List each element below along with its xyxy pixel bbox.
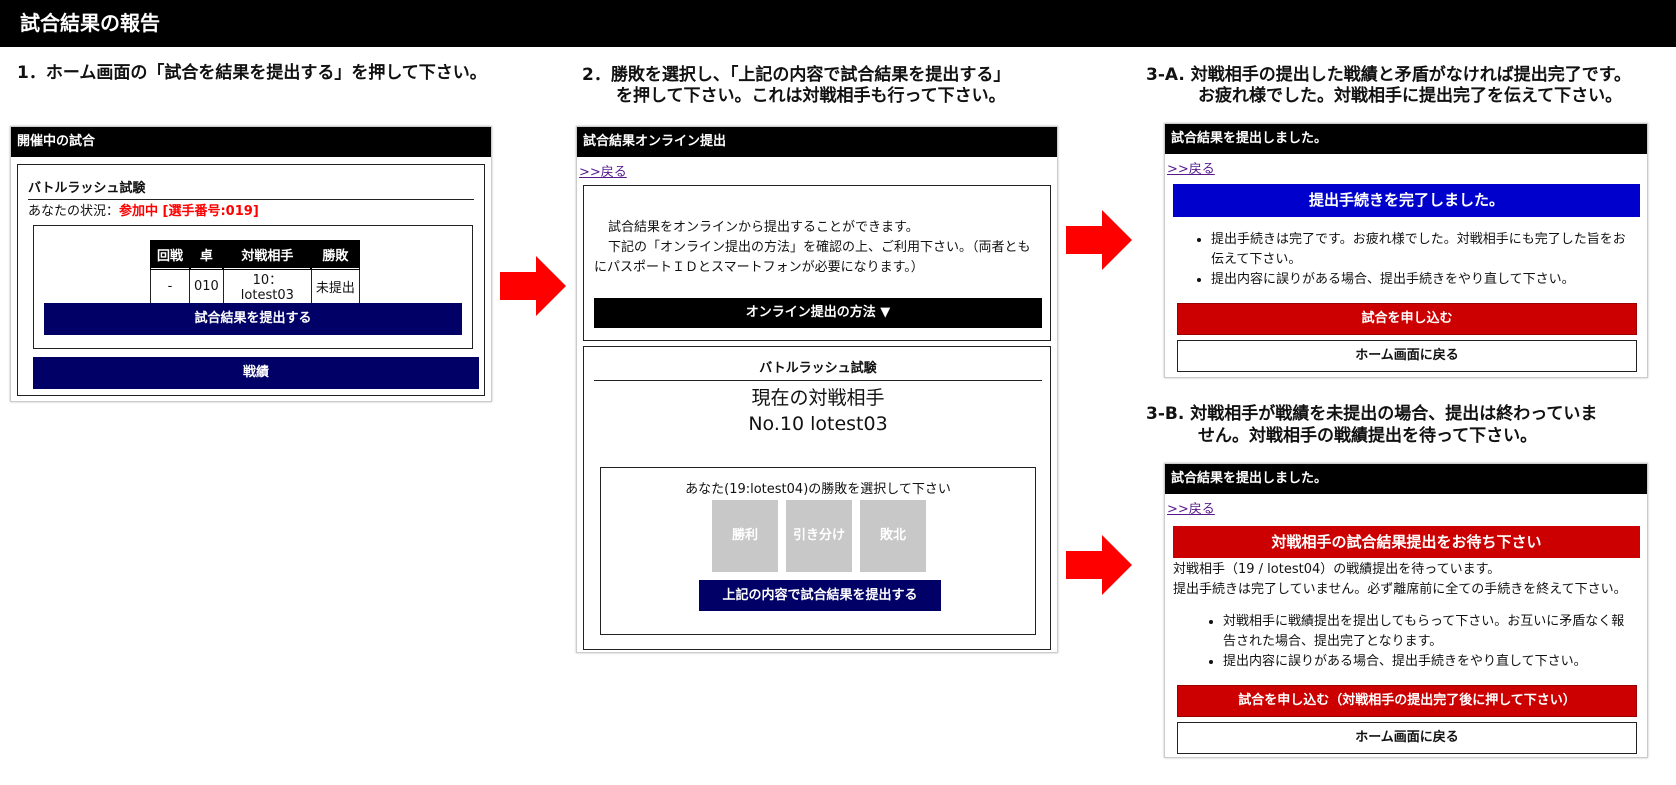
status-label: あなたの状況： [28,204,120,219]
complete-notes: 提出手続きは完了です。お疲れ様でした。対戦相手にも完了した旨をお伝えて下さい。 … [1193,230,1633,290]
step-2-caption-line1: 2．勝敗を選択し、「上記の内容で試合結果を提出する」 [582,65,1011,85]
cell-table: 010 [189,268,224,304]
page-title: 試合結果の報告 [0,0,1676,47]
panel-header: 開催中の試合 [11,127,491,157]
submit-above-button[interactable]: 上記の内容で試合結果を提出する [699,580,941,611]
home-button[interactable]: ホーム画面に戻る [1177,340,1637,372]
panel-header: 試合結果を提出しました。 [1165,464,1647,494]
list-item: 提出内容に誤りがある場合、提出手続きをやり直して下さい。 [1211,270,1633,290]
choice-box: あなた(19:lotest04)の勝敗を選択して下さい 勝利 引き分け 敗北 上… [600,467,1036,635]
win-button[interactable]: 勝利 [712,500,778,572]
event-name: バトルラッシュ試験 [28,177,474,200]
home-button[interactable]: ホーム画面に戻る [1177,722,1637,754]
online-submit-panel: 試合結果オンライン提出 >>戻る 試合結果をオンラインから提出することができます… [576,126,1058,653]
ongoing-match-panel: 開催中の試合 バトルラッシュ試験 あなたの状況：参加中 [選手番号:019] 回… [10,126,492,402]
right-arrow-icon [1066,535,1132,595]
match-card: バトルラッシュ試験 あなたの状況：参加中 [選手番号:019] 回戦 卓 対戦相… [17,164,485,396]
apply-match-button[interactable]: 試合を申し込む [1177,303,1637,335]
intro-line-3: にパスポートＩＤとスマートフォンが必要になります。） [594,260,924,275]
right-arrow-icon [500,256,566,316]
step-3b-caption-line1: 3-B. 対戦相手が戦績を未提出の場合、提出は終わっていま [1146,404,1598,424]
step-3a-caption-line2: お疲れ様でした。対戦相手に提出完了を伝えて下さい。 [1198,86,1623,106]
match-table: 回戦 卓 対戦相手 勝敗 - 010 10：lotest03 未提出 [149,239,361,304]
step-3b-caption-line2: せん。対戦相手の戦績提出を待って下さい。 [1198,426,1538,446]
table-row: - 010 10：lotest03 未提出 [149,268,360,304]
lose-button[interactable]: 敗北 [860,500,926,572]
panel-header: 試合結果オンライン提出 [577,127,1057,157]
status-line: あなたの状況：参加中 [選手番号:019] [28,200,259,219]
step-2-caption-line2: を押して下さい。これは対戦相手も行って下さい。 [616,86,1006,106]
col-table: 卓 [188,239,225,270]
list-item: 提出手続きは完了です。お疲れ様でした。対戦相手にも完了した旨をお伝えて下さい。 [1211,230,1633,270]
list-item: 対戦相手に戦績提出を提出してもらって下さい。お互いに矛盾なく報告された場合、提出… [1223,612,1637,652]
event-name: バトルラッシュ試験 [594,357,1042,381]
result-select-box: バトルラッシュ試験 現在の対戦相手 No.10 lotest03 あなた(19:… [583,346,1051,650]
apply-match-after-button[interactable]: 試合を申し込む（対戦相手の提出完了後に押して下さい） [1177,685,1637,717]
step-1-caption: 1．ホーム画面の「試合を結果を提出する」を押して下さい。 [17,63,487,83]
waiting-opponent-panel: 試合結果を提出しました。 >>戻る 対戦相手の試合結果提出をお待ち下さい 対戦相… [1164,463,1648,758]
waiting-notes: 対戦相手に戦績提出を提出してもらって下さい。お互いに矛盾なく報告された場合、提出… [1205,612,1637,672]
waiting-banner: 対戦相手の試合結果提出をお待ち下さい [1173,526,1640,558]
back-link[interactable]: >>戻る [1167,162,1215,177]
cell-round: - [149,268,191,304]
status-value: 参加中 [選手番号:019] [119,204,259,219]
submission-complete-panel: 試合結果を提出しました。 >>戻る 提出手続きを完了しました。 提出手続きは完了… [1164,123,1648,378]
online-method-button[interactable]: オンライン提出の方法 ▼ [594,298,1042,328]
list-item: 提出内容に誤りがある場合、提出手続きをやり直して下さい。 [1223,652,1637,672]
waiting-line-1: 対戦相手（19 / lotest04）の戦績提出を待っています。 [1173,562,1501,577]
opponent-value: No.10 lotest03 [748,413,888,435]
select-prompt: あなた(19:lotest04)の勝敗を選択して下さい [685,482,951,497]
col-round: 回戦 [149,239,191,270]
cell-opponent: 10：lotest03 [222,268,312,304]
col-opponent: 対戦相手 [222,239,313,270]
waiting-line-2: 提出手続きは完了していません。必ず離席前に全ての手続きを終えて下さい。 [1173,582,1627,597]
opponent-label: 現在の対戦相手 [751,387,885,409]
cell-result: 未提出 [310,268,360,304]
right-arrow-icon [1066,210,1132,270]
intro-line-2: 下記の「オンライン提出の方法」を確認の上、ご利用下さい。（両者とも [608,240,1031,255]
intro-line-1: 試合結果をオンラインから提出することができます。 [608,220,919,235]
panel-header: 試合結果を提出しました。 [1165,124,1647,154]
col-result: 勝敗 [310,239,361,270]
step-3a-caption-line1: 3-A. 対戦相手の提出した戦績と矛盾がなければ提出完了です。 [1146,65,1632,85]
match-table-box: 回戦 卓 対戦相手 勝敗 - 010 10：lotest03 未提出 試合結果を… [33,225,473,349]
complete-banner: 提出手続きを完了しました。 [1173,184,1640,217]
submit-result-button[interactable]: 試合結果を提出する [44,303,462,335]
back-link[interactable]: >>戻る [1167,502,1215,517]
record-button[interactable]: 戦績 [33,357,479,389]
back-link[interactable]: >>戻る [579,165,627,180]
intro-box: 試合結果をオンラインから提出することができます。 下記の「オンライン提出の方法」… [583,185,1051,341]
draw-button[interactable]: 引き分け [786,500,852,572]
